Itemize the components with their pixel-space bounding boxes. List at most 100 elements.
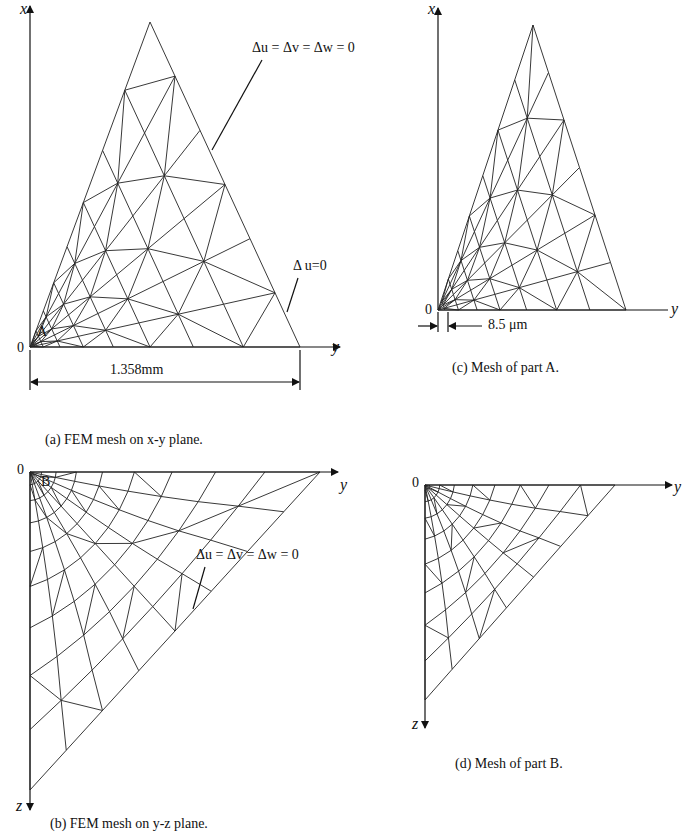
mesh-line xyxy=(43,542,55,548)
mesh-line xyxy=(133,216,148,249)
mesh-line xyxy=(43,548,48,580)
mesh-line xyxy=(67,499,86,513)
mesh-line xyxy=(467,280,470,290)
mesh-line xyxy=(92,670,102,710)
mesh-line xyxy=(425,539,426,564)
mesh-line xyxy=(30,521,38,523)
mesh-line xyxy=(46,317,49,323)
mesh-line xyxy=(83,203,94,227)
mesh-line xyxy=(560,512,588,516)
mesh-line xyxy=(61,700,66,750)
dimension-line xyxy=(165,381,299,382)
mesh-line xyxy=(179,531,211,540)
mesh-line xyxy=(99,486,128,491)
mesh-line xyxy=(520,508,535,531)
mesh-line xyxy=(75,263,83,280)
z-axis xyxy=(424,485,425,728)
mesh-line xyxy=(30,579,47,586)
leader-line xyxy=(212,60,262,150)
mesh-line xyxy=(64,297,91,304)
mesh-line xyxy=(128,472,134,491)
mesh-line xyxy=(275,293,300,347)
mesh-line xyxy=(125,90,145,133)
mesh-line xyxy=(148,176,164,249)
mesh-line xyxy=(40,495,44,498)
mesh-line xyxy=(425,518,435,536)
mesh-line xyxy=(117,275,128,299)
mesh-line xyxy=(76,472,102,473)
extension-line xyxy=(437,312,438,332)
mesh-line xyxy=(54,247,67,283)
mesh-line xyxy=(118,133,145,183)
mesh-line xyxy=(474,300,500,310)
mesh-line xyxy=(204,261,224,304)
mesh-line xyxy=(425,583,442,593)
mesh-line xyxy=(41,340,57,342)
mesh-line xyxy=(117,249,148,275)
mesh-line xyxy=(471,279,490,291)
mesh-line xyxy=(425,564,442,583)
mesh-line xyxy=(71,490,86,512)
mesh-line xyxy=(512,504,536,508)
mesh-line xyxy=(453,485,454,492)
leader-line xyxy=(287,278,298,312)
mesh-line xyxy=(455,290,471,299)
boundary-condition: Δ u=0 xyxy=(293,258,327,274)
y-axis xyxy=(425,484,672,485)
mesh-line xyxy=(103,472,135,473)
mesh-line xyxy=(577,215,595,272)
mesh-line xyxy=(128,249,148,299)
mesh-line xyxy=(69,315,74,326)
extension-line xyxy=(29,350,30,390)
mesh-line xyxy=(198,472,215,502)
mesh-line xyxy=(30,501,31,523)
mesh-line xyxy=(557,272,578,310)
mesh-line xyxy=(66,711,102,751)
mesh-line xyxy=(490,243,505,279)
mesh-line xyxy=(67,203,83,247)
mesh-line xyxy=(125,76,175,90)
dimension-line xyxy=(449,325,482,326)
mesh-line xyxy=(471,290,474,300)
mesh-line xyxy=(103,150,118,183)
mesh-line xyxy=(163,281,178,314)
mesh-line xyxy=(55,472,76,477)
mesh-line xyxy=(67,247,75,264)
mesh-line xyxy=(132,543,157,559)
mesh-line xyxy=(153,607,175,631)
mesh-line xyxy=(537,195,552,250)
mesh-line xyxy=(461,247,480,260)
mesh-line xyxy=(580,168,596,216)
mesh-line xyxy=(466,573,485,592)
part-name: B xyxy=(41,474,50,490)
extension-line xyxy=(447,312,448,332)
mesh-line xyxy=(428,500,431,501)
dimension: 1.358mm xyxy=(110,362,163,378)
mesh-line xyxy=(450,261,461,285)
mesh-line xyxy=(54,283,59,294)
mesh-line xyxy=(30,676,61,701)
mesh-line xyxy=(67,534,96,544)
mesh-line xyxy=(30,472,32,475)
mesh-line xyxy=(588,485,615,516)
mesh-line xyxy=(30,472,31,475)
mesh-line xyxy=(30,616,52,628)
mesh-line xyxy=(425,517,431,518)
mesh-line xyxy=(110,586,135,611)
mesh-line xyxy=(134,472,172,473)
mesh-line xyxy=(57,635,84,656)
origin-label: 0 xyxy=(17,340,24,356)
mesh-line xyxy=(106,249,148,251)
mesh-line xyxy=(470,485,473,496)
mesh-line xyxy=(498,118,527,130)
mesh-line xyxy=(461,216,469,261)
mesh-line xyxy=(54,512,66,533)
mesh-line xyxy=(505,190,518,243)
mesh-line xyxy=(483,176,490,198)
mesh-line xyxy=(527,25,533,118)
mesh-line xyxy=(512,485,521,504)
mesh-line xyxy=(175,574,182,631)
mesh-line xyxy=(54,506,61,512)
mesh-line xyxy=(495,288,519,295)
mesh-line xyxy=(118,183,133,216)
